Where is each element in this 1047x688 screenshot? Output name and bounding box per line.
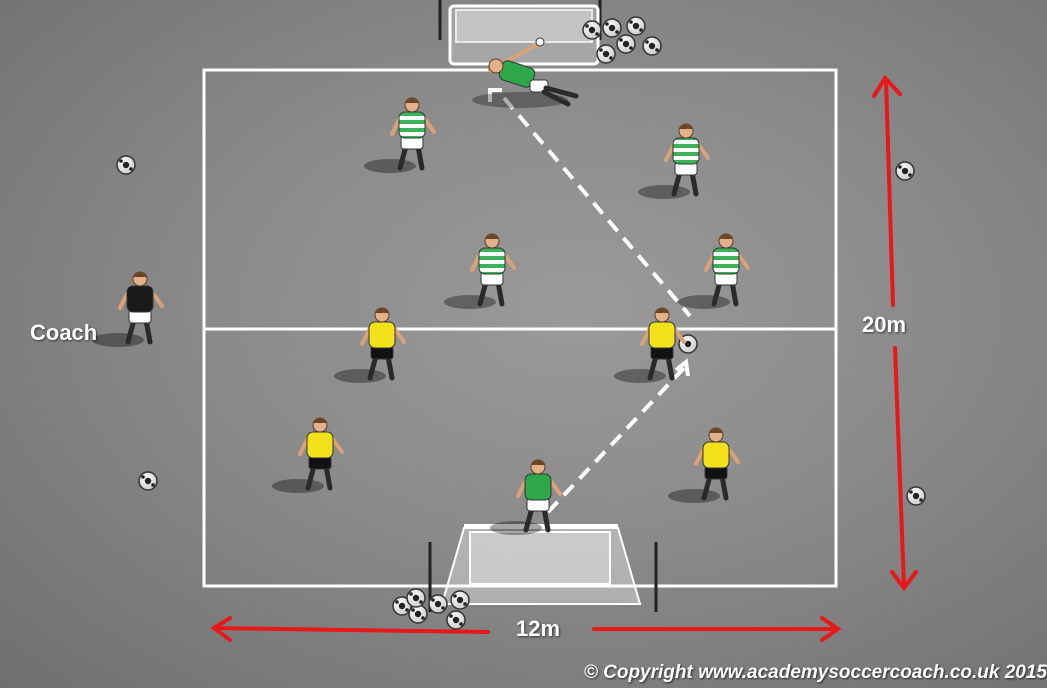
soccer-ball-icon [429,595,447,613]
pitch-width-label: 12m [516,616,560,642]
attacker-player-3 [272,418,342,493]
defender-player-4 [678,234,748,309]
pitch-length-label: 20m [862,312,906,338]
players-group [92,38,748,535]
copyright-notice: © Copyright www.academysoccercoach.co.uk… [584,662,1047,684]
pass-lines [490,90,690,512]
defender-player-3 [444,234,514,309]
soccer-ball-icon [117,156,135,174]
soccer-ball-icon [627,17,645,35]
soccer-ball-icon [407,589,425,607]
attacker-player-2 [614,308,684,383]
soccer-ball-icon [896,162,914,180]
coach-player [92,272,162,347]
defender-player-2 [638,124,708,199]
soccer-ball-icon [583,21,601,39]
soccer-ball-icon [447,611,465,629]
attacker-player-4 [668,428,738,503]
soccer-ball-icon [451,591,469,609]
soccer-ball-icon [409,605,427,623]
soccer-ball-icon [603,19,621,37]
soccer-ball-icon [597,45,615,63]
soccer-ball-icon [139,472,157,490]
bottom-goalkeeper [490,460,560,535]
soccer-ball-icon [617,35,635,53]
coach-label: Coach [30,320,97,346]
soccer-ball-icon [643,37,661,55]
attacker-player-1 [334,308,404,383]
soccer-ball-icon [907,487,925,505]
defender-player-1 [364,98,434,173]
